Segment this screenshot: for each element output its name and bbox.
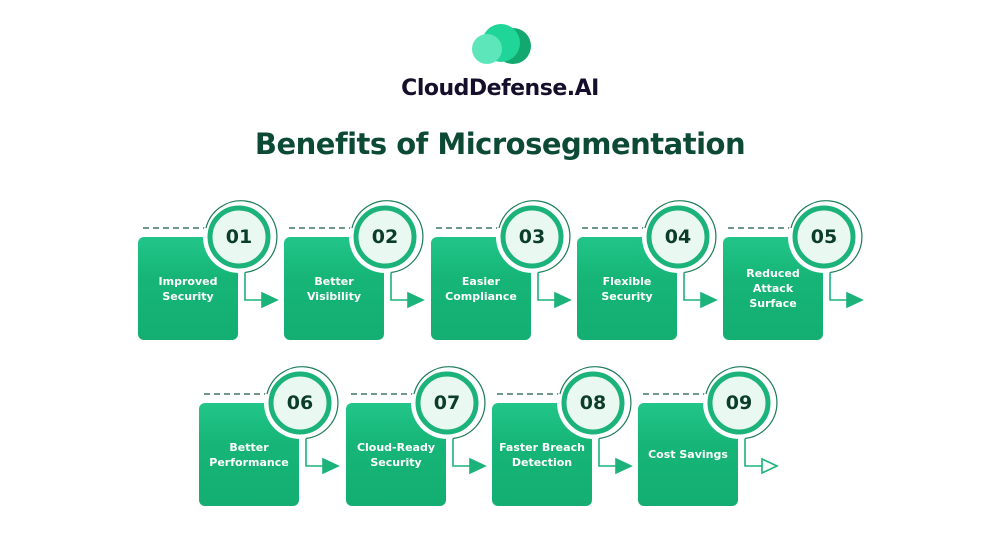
step-number: 09 bbox=[725, 392, 753, 414]
step-connector bbox=[351, 366, 487, 475]
step-label: Cost Savings bbox=[648, 448, 728, 461]
step-connector bbox=[436, 200, 572, 309]
step-connector bbox=[582, 200, 718, 309]
step-connector bbox=[143, 200, 279, 309]
step-label: Flexible Security bbox=[601, 274, 653, 303]
step-connector bbox=[643, 366, 779, 475]
step-number: 01 bbox=[225, 226, 253, 248]
step-label: Better Visibility bbox=[306, 274, 362, 303]
step-connector bbox=[289, 200, 425, 309]
step-label: Faster Breach Detection bbox=[499, 440, 585, 469]
step-number: 03 bbox=[518, 226, 546, 248]
step-number: 08 bbox=[579, 392, 607, 414]
arrow-right-icon bbox=[261, 291, 279, 309]
arrow-right-icon bbox=[554, 291, 572, 309]
page-title: Benefits of Microsegmentation bbox=[254, 127, 746, 161]
arrow-right-icon bbox=[846, 291, 864, 309]
step-number: 06 bbox=[286, 392, 314, 414]
step-connector bbox=[497, 366, 633, 475]
arrow-right-icon bbox=[700, 291, 718, 309]
step-label: Easier Compliance bbox=[445, 274, 517, 303]
arrow-right-icon bbox=[469, 457, 487, 475]
step-label: Improved Security bbox=[158, 274, 218, 303]
step-number: 04 bbox=[664, 226, 692, 248]
arrow-right-icon bbox=[615, 457, 633, 475]
arrow-right-icon bbox=[761, 457, 779, 475]
step-label: Reduced Attack Surface bbox=[746, 267, 800, 310]
step-number: 07 bbox=[433, 392, 461, 414]
step-label: Cloud-Ready Security bbox=[356, 440, 436, 469]
arrow-right-icon bbox=[407, 291, 425, 309]
step-connector bbox=[728, 200, 864, 309]
step-number: 05 bbox=[810, 226, 838, 248]
brand-name: CloudDefense.AI bbox=[401, 76, 599, 101]
arrow-right-icon bbox=[322, 457, 340, 475]
clouddefense-logo-icon bbox=[472, 24, 531, 64]
step-number: 02 bbox=[371, 226, 399, 248]
step-connector bbox=[204, 366, 340, 475]
step-label: Better Performance bbox=[209, 440, 289, 469]
